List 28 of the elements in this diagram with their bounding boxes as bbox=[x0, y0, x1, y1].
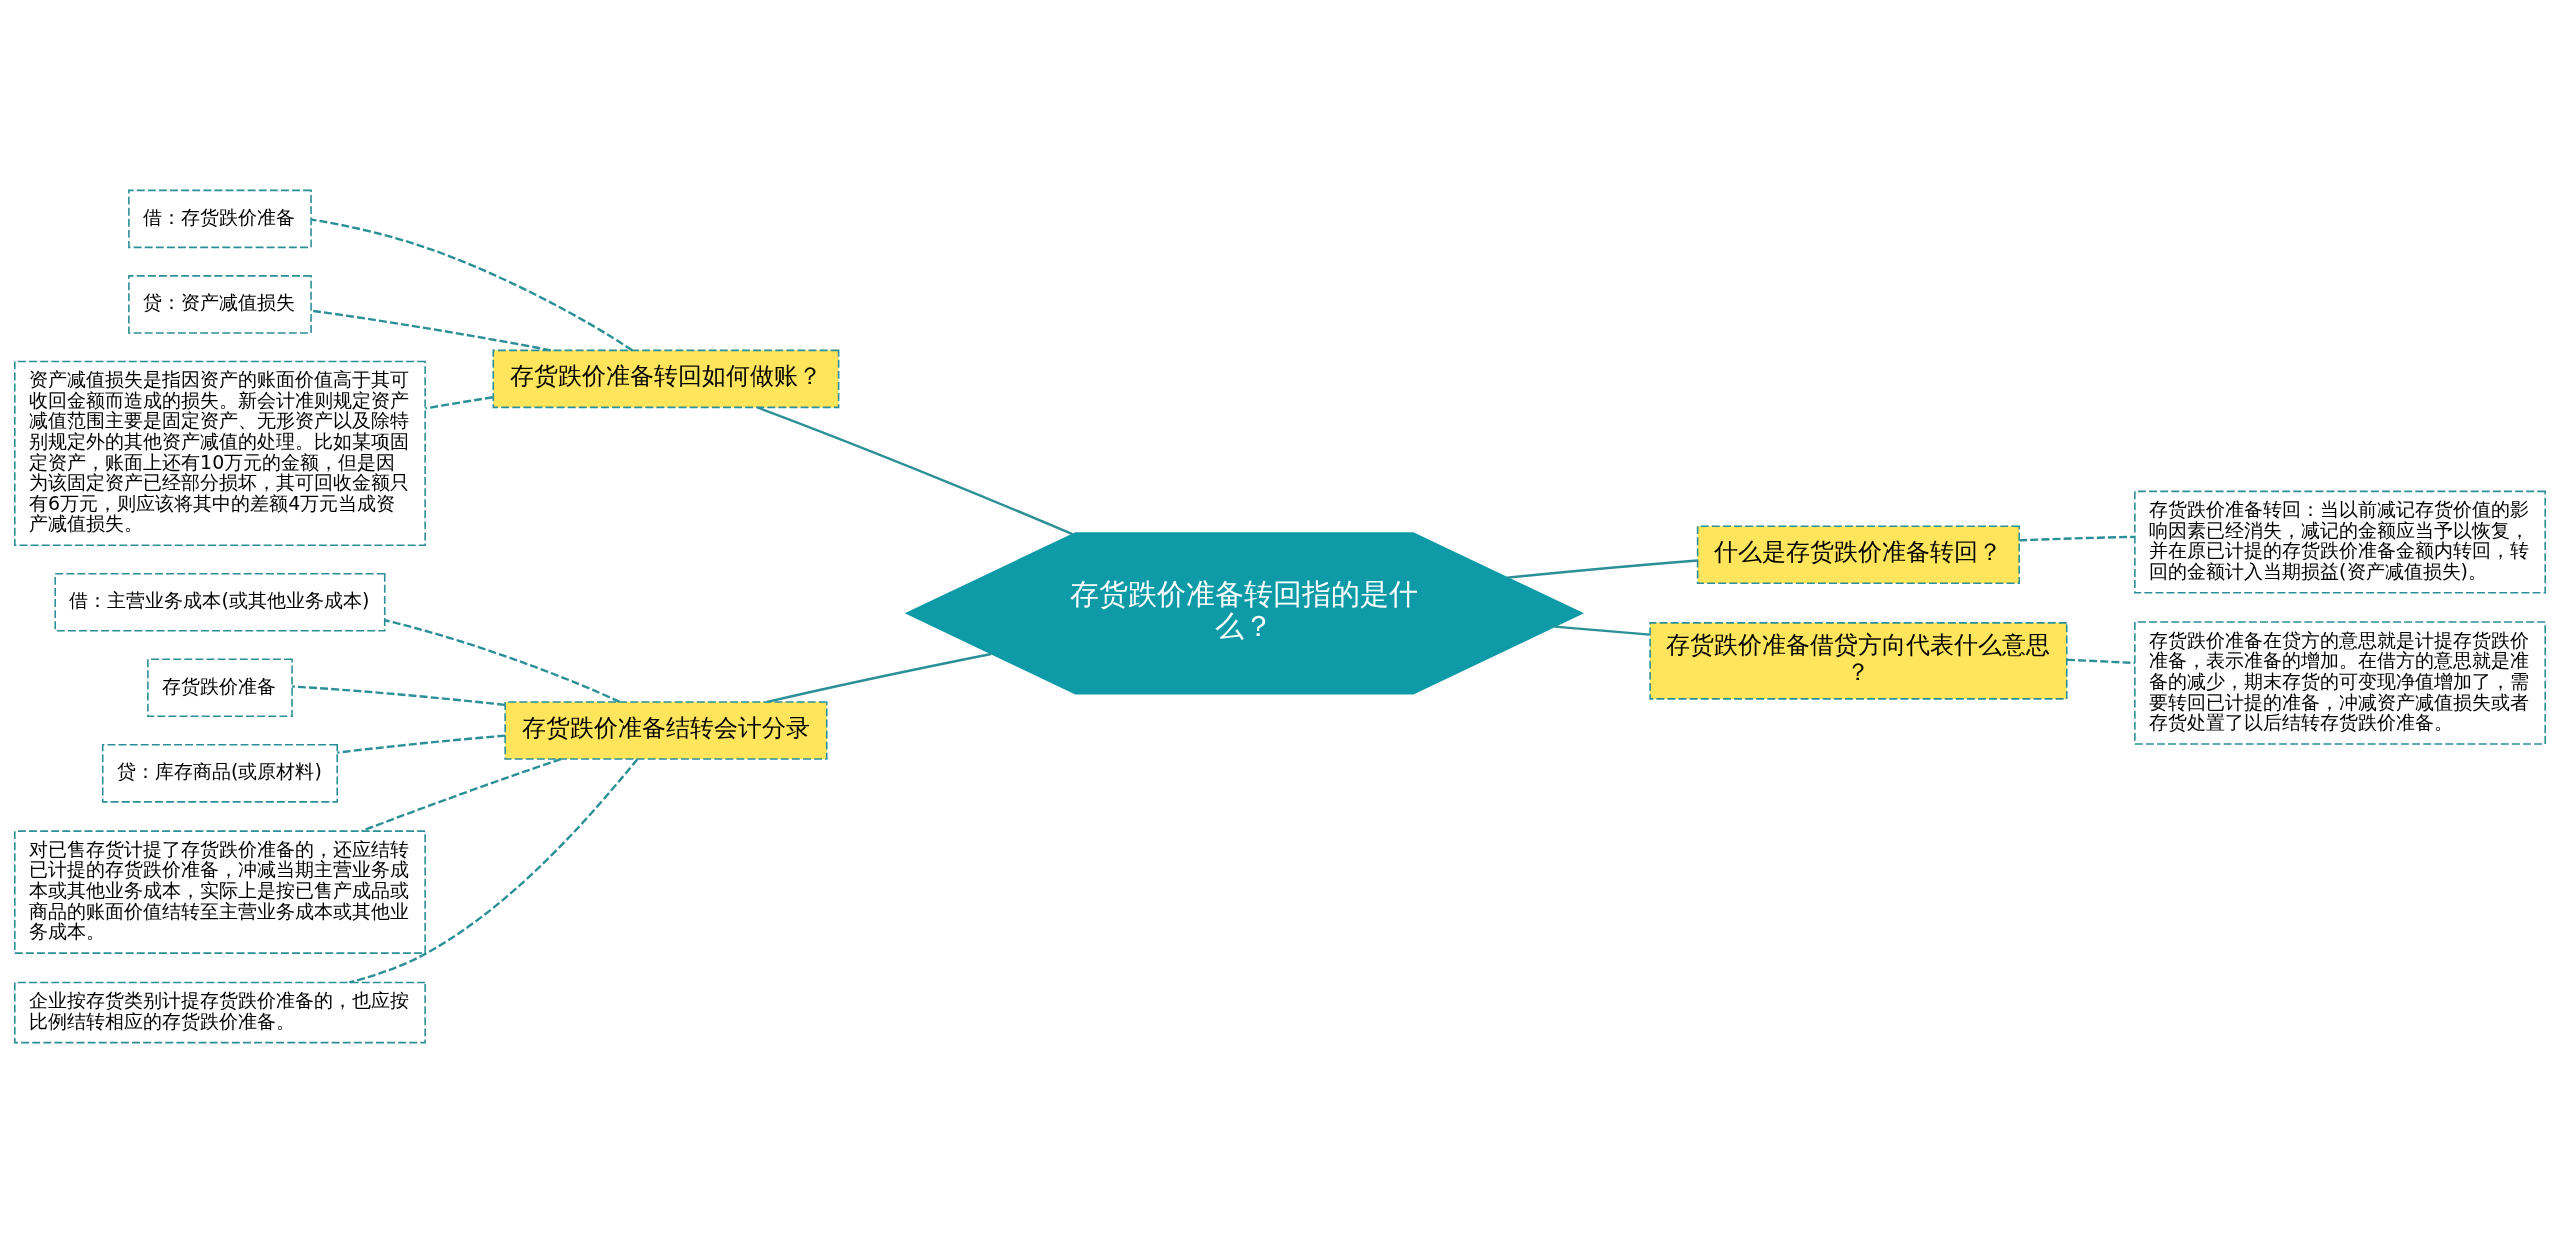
node-box: 存货跌价准备转回：当以前减记存货价值的影响因素已经消失，减记的金额应当予以恢复，并在原已计提的存货跌价准备金额内转回，转回的金额计入当期损益(资产减值损失)。 bbox=[2134, 490, 2546, 594]
node-box: 存货跌价准备在贷方的意思就是计提存货跌价准备，表示准备的增加。在借方的意思就是准备的减少，期末存货的可变现净值增加了，需要转回已计提的准备，冲减资产减值损失或者存货处置了以后结转存货跌价准备。 bbox=[2134, 621, 2546, 745]
connector bbox=[425, 396, 493, 410]
node-box: 什么是存货跌价准备转回？ bbox=[1696, 525, 2020, 584]
node-box: 存货跌价准备结转会计分录 bbox=[504, 701, 828, 760]
connector bbox=[361, 757, 562, 833]
connector bbox=[766, 652, 992, 704]
connector bbox=[1554, 625, 1650, 636]
connector bbox=[292, 685, 505, 707]
connector bbox=[757, 406, 1073, 536]
node-box: 借：主营业务成本(或其他业务成本) bbox=[54, 572, 386, 632]
node-box: 资产减值损失是指因资产的账面价值高于其可收回金额而造成的损失。新会计准则规定资产减值范围主要是固定资产、无形资产以及除特别规定外的其他资产减值的处理。比如某项固定资产，账面上还有10万元的金额，但是因为该固定资产已经部分损坏，其可回收金额只有6万元，则应该将其中的差额4万元当成资产减值损失。 bbox=[14, 360, 426, 546]
connector bbox=[2067, 658, 2135, 665]
node-box: 贷：资产减值损失 bbox=[128, 275, 312, 334]
connector bbox=[311, 218, 633, 352]
connector bbox=[2019, 535, 2135, 542]
node-box: 借：存货跌价准备 bbox=[128, 189, 312, 249]
connector bbox=[337, 734, 506, 754]
node-box: 存货跌价准备借贷方向代表什么意思？ bbox=[1649, 622, 2068, 700]
connector bbox=[349, 758, 639, 984]
node-box: 对已售存货计提了存货跌价准备的，还应结转已计提的存货跌价准备，冲减当期主营业务成本或其他业务成本，实际上是按已售产成品或商品的账面价值结转至主营业务成本或其他业务成本。 bbox=[14, 830, 426, 954]
node-box: 企业按存货类别计提存货跌价准备的，也应按比例结转相应的存货跌价准备。 bbox=[14, 981, 426, 1044]
connector bbox=[311, 309, 552, 352]
node-box: 存货跌价准备 bbox=[147, 658, 293, 718]
node-box: 贷：库存商品(或原材料) bbox=[101, 744, 338, 803]
node-box: 存货跌价准备转回如何做账？ bbox=[492, 349, 840, 409]
connector bbox=[384, 619, 621, 703]
connector bbox=[1507, 559, 1698, 579]
